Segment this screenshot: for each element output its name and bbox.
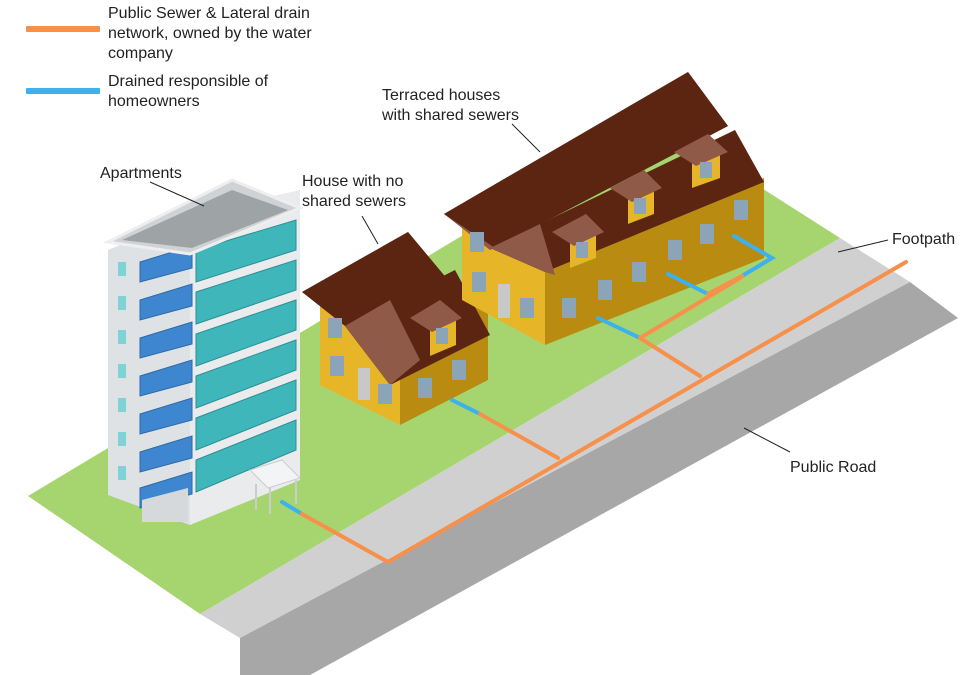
homeowner-drains <box>280 234 776 516</box>
terraced-houses <box>444 72 764 345</box>
apartment-building <box>103 178 304 525</box>
terraced-label: Terraced houses with shared sewers <box>382 87 519 124</box>
leader-lines <box>149 123 889 453</box>
legend-sewer-swatch <box>26 26 100 32</box>
public-road <box>240 282 958 675</box>
public-sewer-network <box>300 260 908 564</box>
public-road-label: Public Road <box>790 459 877 476</box>
apartments-label: Apartments <box>100 165 182 182</box>
detached-house <box>302 232 490 425</box>
legend-drain-swatch <box>26 88 100 94</box>
footpath <box>200 238 910 638</box>
legend-drain-label: Drained responsible of homeowners <box>108 73 269 110</box>
apartment-entrance-canopy <box>249 459 301 489</box>
house-label: House with no shared sewers <box>302 173 407 210</box>
footpath-label: Footpath <box>892 231 956 248</box>
legend-sewer-label: Public Sewer & Lateral drain network, ow… <box>108 5 312 62</box>
